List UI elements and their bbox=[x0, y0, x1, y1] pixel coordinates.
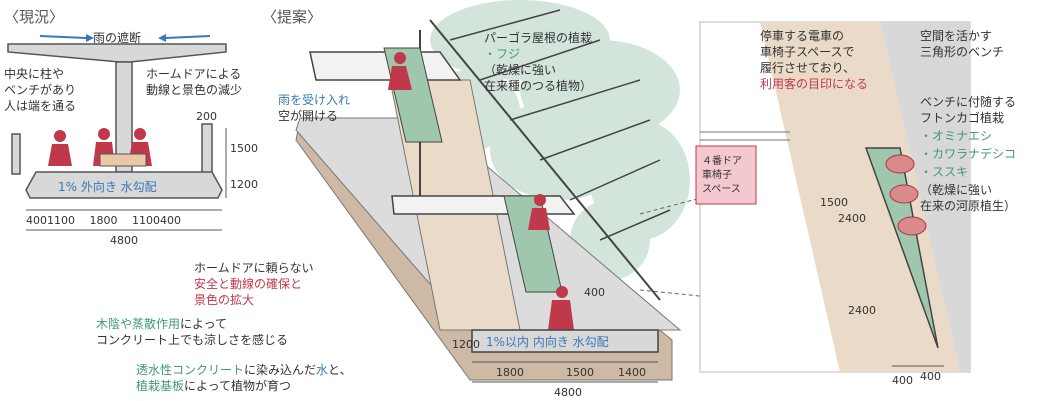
plan-plant-3: ・ススキ bbox=[920, 165, 968, 179]
pergola-beam bbox=[429, 19, 661, 301]
proposal-w2: 1500 bbox=[566, 366, 594, 379]
plan-door-box bbox=[695, 145, 757, 205]
proposal-w1: 1800 bbox=[496, 366, 524, 379]
current-bench bbox=[99, 153, 147, 167]
plan-train-note-2: 車椅子スペースで bbox=[760, 45, 855, 59]
proposal-section-box bbox=[471, 329, 659, 353]
pergola-label-2: ・フジ bbox=[484, 47, 520, 61]
shade-note-2: コンクリート上でも涼しさを感じる bbox=[96, 332, 288, 347]
current-slope: 1% 外向き 水勾配 bbox=[58, 179, 157, 194]
shade-note-1: 木陰や蒸散作用によって bbox=[96, 316, 227, 331]
plan-plants-note-2: 在来の河原植生） bbox=[920, 198, 1016, 213]
plan-dim-2400a: 2400 bbox=[838, 212, 866, 225]
current-title: 〈現況〉 bbox=[4, 8, 64, 26]
plan-plant-1: ・オミナエシ bbox=[920, 129, 992, 143]
plan-bench-note-2: 三角形のベンチ bbox=[920, 45, 1004, 59]
proposal-dim-1200: 1200 bbox=[452, 338, 480, 351]
plan-dim-1500: 1500 bbox=[820, 196, 848, 209]
plan-dim-400b: 400 bbox=[920, 370, 941, 383]
plan-seats bbox=[885, 154, 927, 236]
rain-arrow-right bbox=[165, 35, 211, 39]
current-dim-1500: 1500 bbox=[230, 142, 258, 155]
proposal-section: 〈提案〉 bbox=[96, 0, 901, 399]
proposal-w3: 1400 bbox=[618, 366, 646, 379]
plan-platform-edge bbox=[880, 22, 970, 372]
plan-door-1: ４番ドア bbox=[702, 155, 742, 167]
plan-planting-title-2: フトンカゴ植栽 bbox=[920, 110, 1004, 125]
door-note-1: ホームドアに頼らない bbox=[194, 261, 314, 275]
current-home-door-left bbox=[11, 133, 21, 175]
perm-note-1-end: と、 bbox=[328, 363, 352, 377]
proposal-dim-400: 400 bbox=[584, 286, 605, 299]
current-section: 〈現況〉 雨の遮断 中央に柱や ベンチがあり 人は端を通る ホームドアによる 動… bbox=[4, 8, 258, 247]
current-roof-label: 雨の遮断 bbox=[93, 30, 141, 45]
plan-door-3: スペース bbox=[702, 184, 741, 195]
rain-arrow-left-head bbox=[86, 34, 94, 42]
proposal-total: 4800 bbox=[554, 386, 582, 399]
perm-note-1-blue: 水 bbox=[316, 363, 328, 377]
current-platform bbox=[25, 171, 223, 199]
plan-bench-note-1: 空間を活かす bbox=[920, 29, 992, 43]
pergola-label-4: 在来種のつる植物） bbox=[484, 78, 592, 93]
plan-dim-2400b: 2400 bbox=[848, 304, 876, 317]
door-note-2: 安全と動線の確保と bbox=[194, 276, 302, 291]
proposal-title: 〈提案〉 bbox=[262, 8, 322, 26]
rain-label-1: 雨を受け入れ bbox=[278, 93, 350, 107]
current-note-left-3: 人は端を通る bbox=[4, 99, 76, 113]
plan-dim-400a: 400 bbox=[892, 374, 913, 387]
current-note-right-1: ホームドアによる bbox=[146, 67, 241, 81]
plan-door-2: 車椅子 bbox=[702, 168, 732, 181]
perm-note-2-rest: によって植物が育つ bbox=[184, 378, 291, 393]
pergola-label-3: （乾燥に強い bbox=[484, 63, 556, 77]
plan-plants-note-1: （乾燥に強い bbox=[920, 183, 992, 197]
current-note-right-2: 動線と景色の減少 bbox=[146, 82, 242, 97]
current-roof bbox=[7, 43, 227, 63]
current-widths: 4001100 1800 1100400 bbox=[26, 214, 181, 227]
perm-note-1-mid: に染み込んだ bbox=[244, 362, 316, 377]
current-home-door bbox=[201, 123, 213, 175]
perm-note-1: 透水性コンクリートに染み込んだ水と、 bbox=[136, 362, 352, 377]
current-dim-1200: 1200 bbox=[230, 178, 258, 191]
current-dim-200: 200 bbox=[196, 110, 217, 123]
proposal-slope: 1%以内 内向き 水勾配 bbox=[486, 334, 609, 349]
pergola-roof-lower bbox=[391, 195, 576, 215]
plan-planting-title-1: ベンチに付随する bbox=[920, 94, 1016, 109]
current-note-left-2: ベンチがあり bbox=[4, 82, 76, 97]
perm-note-2-green: 植栽基板 bbox=[136, 378, 184, 393]
plan-train-note-1: 停車する電車の bbox=[760, 28, 844, 43]
plan-walkway bbox=[760, 22, 960, 372]
plan-plant-2: ・カワラナデシコ bbox=[920, 146, 1016, 161]
shade-note-1-green: 木陰や蒸散作用 bbox=[96, 316, 180, 331]
plan-train-note-red: 利用客の目印になる bbox=[760, 76, 868, 91]
plan-section: ４番ドア 車椅子 スペース 停車する電車の 車椅子スペースで 履行させており、 … bbox=[695, 21, 1016, 387]
rain-arrow-right-head bbox=[158, 34, 166, 42]
pergola-label-1: パーゴラ屋根の植栽 bbox=[484, 30, 592, 45]
perm-note-1-green: 透水性コンクリート bbox=[136, 363, 244, 377]
pergola-roof-upper bbox=[309, 51, 462, 81]
perm-note-2: 植栽基板によって植物が育つ bbox=[136, 378, 291, 393]
current-total: 4800 bbox=[110, 234, 138, 247]
shade-note-1-rest: によって bbox=[180, 317, 227, 331]
door-note-3: 景色の拡大 bbox=[194, 293, 254, 307]
current-note-left-1: 中央に柱や bbox=[4, 66, 64, 81]
pergola-rafters bbox=[449, 9, 671, 241]
rain-arrow-left bbox=[39, 35, 87, 39]
rain-label-2: 空が開ける bbox=[278, 108, 338, 123]
plan-triangular-bench bbox=[864, 147, 939, 349]
plan-train-note-3: 履行させており、 bbox=[760, 61, 855, 75]
proposal-people bbox=[388, 52, 574, 330]
